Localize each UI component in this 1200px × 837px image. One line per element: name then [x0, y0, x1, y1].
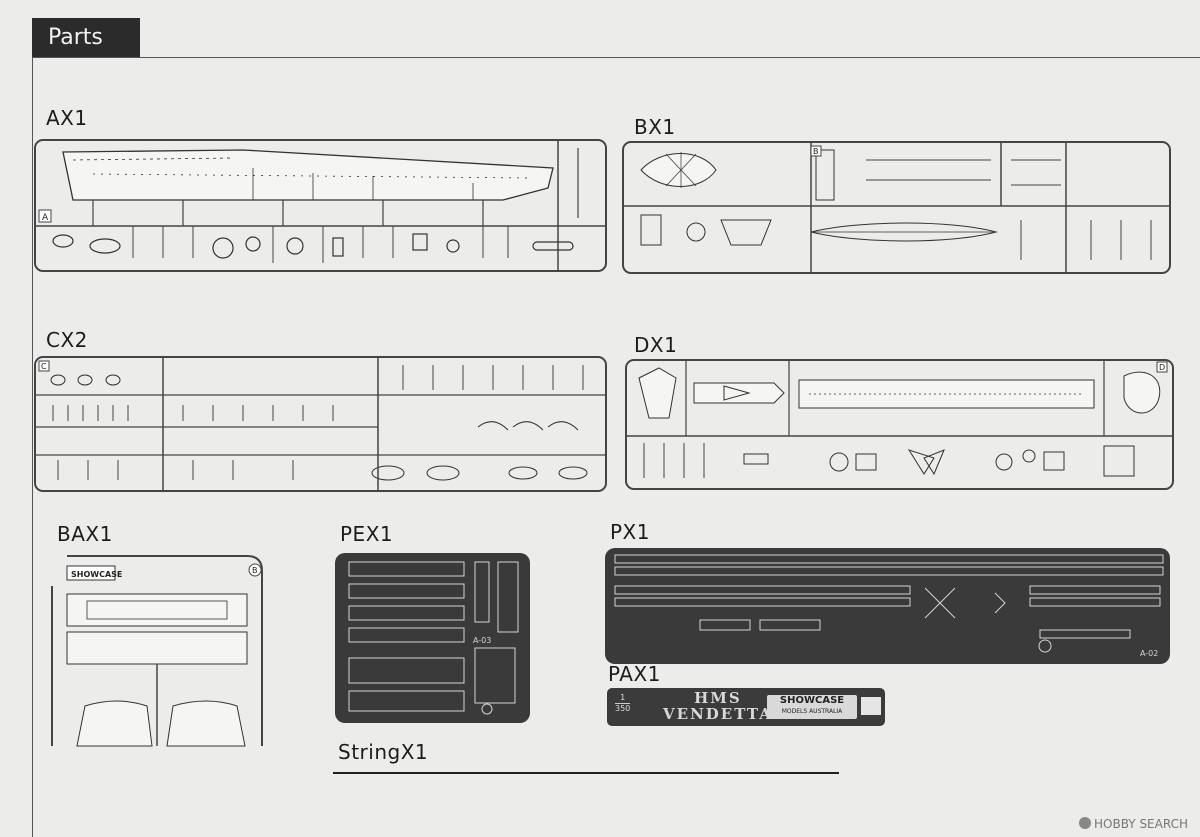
nameplate-name-line2: VENDETTA — [663, 705, 773, 723]
pe-sheet-px1: A-02 — [605, 548, 1170, 664]
sprue-label-bax1: BAX1 — [57, 522, 113, 546]
sprue-label-ax1: AX1 — [46, 106, 88, 130]
sprue-label-dx1: DX1 — [634, 333, 678, 357]
australian-flag-icon — [861, 697, 881, 715]
sprue-bx1-letter: B — [813, 147, 819, 156]
watermark: HOBBY SEARCH — [1079, 817, 1188, 831]
pe-sheet-pex1: A-03 — [335, 553, 530, 723]
nameplate-label: PAX1 — [608, 662, 661, 686]
sprue-cx2-letter: C — [41, 362, 47, 371]
pe-label-px1: PX1 — [610, 520, 650, 544]
frame-border-top — [32, 57, 1200, 58]
watermark-text: HOBBY SEARCH — [1094, 817, 1188, 831]
nameplate-name-line1: HMS — [694, 689, 742, 707]
nameplate: 1 350 HMS VENDETTA SHOWCASE MODELS AUSTR… — [607, 688, 885, 726]
sprue-ax1-letter: A — [42, 213, 49, 223]
sprue-cx2-diagram: C — [34, 356, 607, 492]
string-label: StringX1 — [338, 740, 429, 764]
nameplate-brand-logo: SHOWCASE MODELS AUSTRALIA — [767, 695, 857, 719]
sprue-label-cx2: CX2 — [46, 328, 88, 352]
sprue-bax1-brand: SHOWCASE — [71, 570, 122, 579]
pe-label-pex1: PEX1 — [340, 522, 394, 546]
sprue-bx1-diagram: B — [622, 141, 1171, 274]
frame-border-left — [32, 57, 33, 837]
sprue-bax1-letter: B — [252, 566, 258, 575]
pe-sheet-px1-code: A-02 — [1140, 649, 1158, 658]
nameplate-brand-line1: SHOWCASE — [779, 695, 845, 706]
sprue-bax1-diagram: SHOWCASE B — [51, 555, 263, 747]
sprue-dx1-letter: D — [1159, 363, 1165, 372]
nameplate-scale-top: 1 — [620, 693, 626, 702]
sprue-ax1-diagram: A — [34, 139, 607, 272]
nameplate-scale: 1 350 — [615, 693, 631, 714]
page-title: Parts — [32, 18, 140, 58]
sprue-dx1-diagram: D — [625, 359, 1174, 490]
sprue-label-bx1: BX1 — [634, 115, 676, 139]
nameplate-ship-name: HMS VENDETTA — [663, 690, 773, 722]
nameplate-scale-bottom: 350 — [615, 703, 631, 713]
nameplate-brand-line2: MODELS AUSTRALIA — [781, 708, 843, 715]
hobby-search-logo-icon — [1079, 817, 1092, 829]
string-line — [333, 772, 839, 774]
pe-sheet-pex1-code: A-03 — [473, 636, 491, 645]
